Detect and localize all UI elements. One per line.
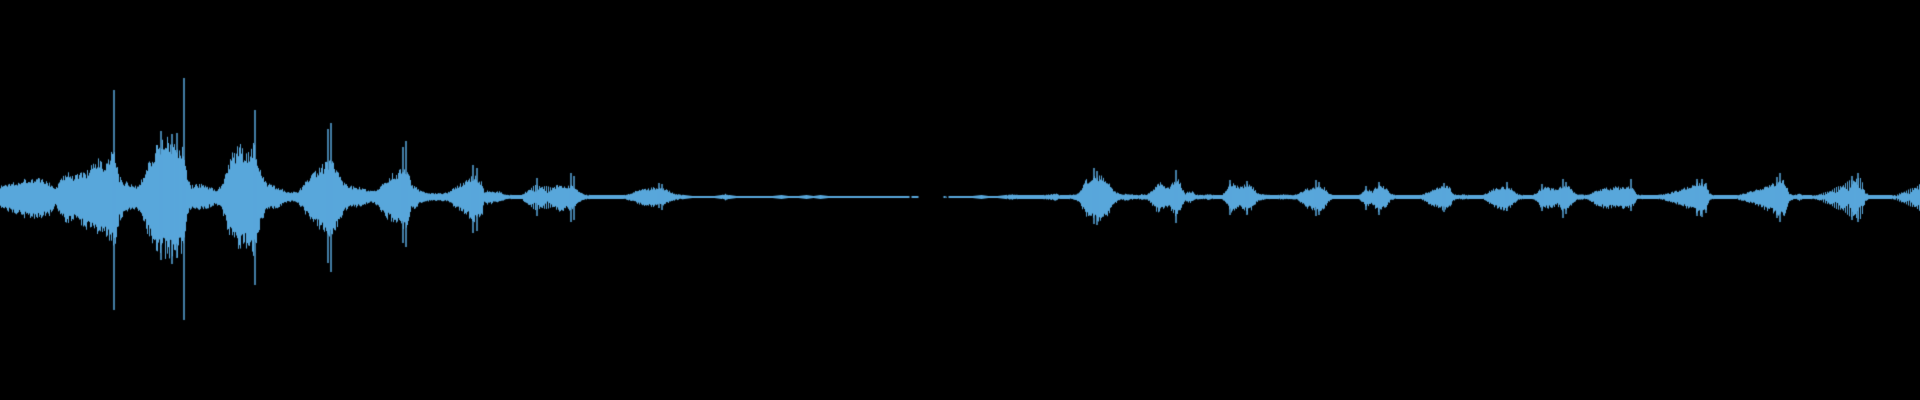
audio-waveform-canvas (0, 0, 1920, 400)
waveform-viewport (0, 0, 1920, 400)
